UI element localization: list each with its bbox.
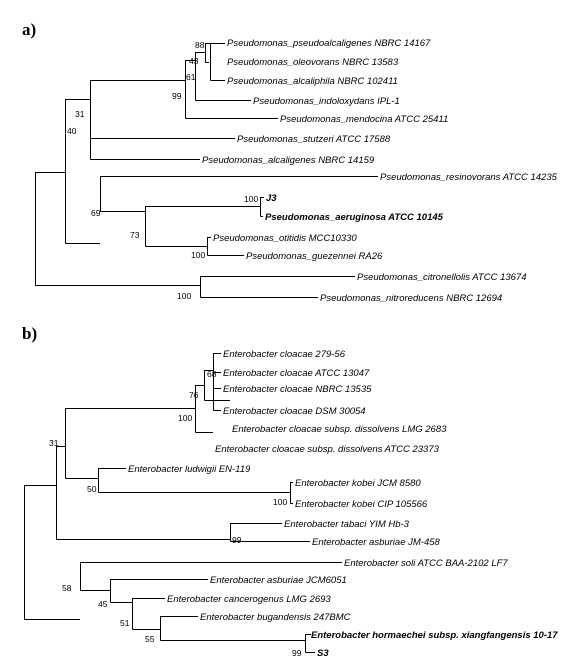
panel-b-leaf-labels: Enterobacter cloacae 279-56 Enterobacter… — [128, 349, 558, 659]
leaf-label: Pseudomonas_mendocina ATCC 25411 — [280, 114, 448, 125]
panel-b-bootstrap-values: 68 76 100 31 50 100 99 58 45 51 55 99 — [49, 369, 302, 658]
leaf-label: Pseudomonas_guezennei RA26 — [246, 251, 383, 262]
leaf-label: Enterobacter cloacae subsp. dissolvens L… — [232, 424, 447, 435]
leaf-label: Enterobacter asburiae JCM6051 — [210, 575, 347, 586]
bootstrap-value: 58 — [62, 583, 72, 593]
leaf-label: Enterobacter asburiae JM-458 — [312, 537, 441, 548]
bootstrap-value: 76 — [189, 390, 199, 400]
leaf-label-highlighted: Pseudomonas_aeruginosa ATCC 10145 — [265, 212, 444, 223]
bootstrap-value: 61 — [186, 72, 196, 82]
bootstrap-value: 100 — [191, 250, 205, 260]
leaf-label-highlighted: Enterobacter hormaechei subsp. xiangfang… — [311, 630, 558, 641]
bootstrap-value: 55 — [145, 634, 155, 644]
panel-b-branches — [24, 353, 342, 653]
panel-a-bootstrap-values: 88 43 61 99 31 40 100 69 73 100 100 — [67, 40, 258, 301]
leaf-label: Pseudomonas_oleovorans NBRC 13583 — [227, 57, 399, 68]
bootstrap-value: 100 — [244, 194, 258, 204]
leaf-label: Enterobacter cloacae subsp. dissolvens A… — [215, 444, 440, 455]
bootstrap-value: 99 — [232, 535, 242, 545]
leaf-label: Pseudomonas_citronellolis ATCC 13674 — [357, 272, 527, 283]
leaf-label: Enterobacter tabaci YIM Hb-3 — [284, 519, 410, 530]
leaf-label: Enterobacter cloacae ATCC 13047 — [223, 368, 370, 379]
leaf-label: Pseudomonas_alcaliphila NBRC 102411 — [227, 76, 398, 87]
bootstrap-value: 51 — [120, 618, 130, 628]
leaf-label: Enterobacter cancerogenus LMG 2693 — [167, 594, 331, 605]
bootstrap-value: 99 — [172, 91, 182, 101]
leaf-label: Pseudomonas_resinovorans ATCC 14235 — [380, 172, 558, 183]
bootstrap-value: 88 — [195, 40, 205, 50]
bootstrap-value: 69 — [91, 208, 101, 218]
panel-a-label: a) — [22, 20, 36, 39]
panel-a-branches — [35, 43, 378, 298]
leaf-label: Enterobacter bugandensis 247BMC — [200, 612, 351, 623]
leaf-label: Enterobacter cloacae NBRC 13535 — [223, 384, 372, 395]
bootstrap-value: 50 — [87, 484, 97, 494]
panel-a: a) — [22, 20, 558, 304]
leaf-label: Pseudomonas_stutzeri ATCC 17588 — [237, 134, 391, 145]
leaf-label: Pseudomonas_indoloxydans IPL-1 — [253, 96, 400, 107]
leaf-label: Enterobacter kobei JCM 8580 — [295, 478, 421, 489]
bootstrap-value: 40 — [67, 126, 77, 136]
leaf-label: Pseudomonas_otitidis MCC10330 — [213, 233, 357, 244]
leaf-label: Pseudomonas_pseudoalcaligenes NBRC 14167 — [227, 38, 431, 49]
panel-a-leaf-labels: Pseudomonas_pseudoalcaligenes NBRC 14167… — [202, 38, 558, 304]
bootstrap-value: 68 — [207, 369, 217, 379]
bootstrap-value: 100 — [177, 291, 191, 301]
leaf-label: Enterobacter kobei CIP 105566 — [295, 499, 428, 510]
bootstrap-value: 43 — [189, 56, 199, 66]
leaf-label-highlighted: S3 — [317, 648, 329, 659]
panel-b: b) — [22, 324, 558, 659]
leaf-label: Enterobacter soli ATCC BAA-2102 LF7 — [344, 558, 508, 569]
bootstrap-value: 31 — [49, 438, 59, 448]
bootstrap-value: 45 — [98, 599, 108, 609]
leaf-label: Enterobacter cloacae DSM 30054 — [223, 406, 366, 417]
leaf-label: Pseudomonas_nitroreducens NBRC 12694 — [320, 293, 502, 304]
bootstrap-value: 100 — [178, 413, 192, 423]
bootstrap-value: 99 — [292, 648, 302, 658]
bootstrap-value: 31 — [75, 109, 85, 119]
leaf-label-highlighted: J3 — [266, 193, 277, 204]
leaf-label: Pseudomonas_alcaligenes NBRC 14159 — [202, 155, 375, 166]
bootstrap-value: 100 — [273, 497, 287, 507]
panel-b-label: b) — [22, 324, 37, 343]
bootstrap-value: 73 — [130, 230, 140, 240]
leaf-label: Enterobacter cloacae 279-56 — [223, 349, 346, 360]
leaf-label: Enterobacter ludwigii EN-119 — [128, 464, 251, 475]
